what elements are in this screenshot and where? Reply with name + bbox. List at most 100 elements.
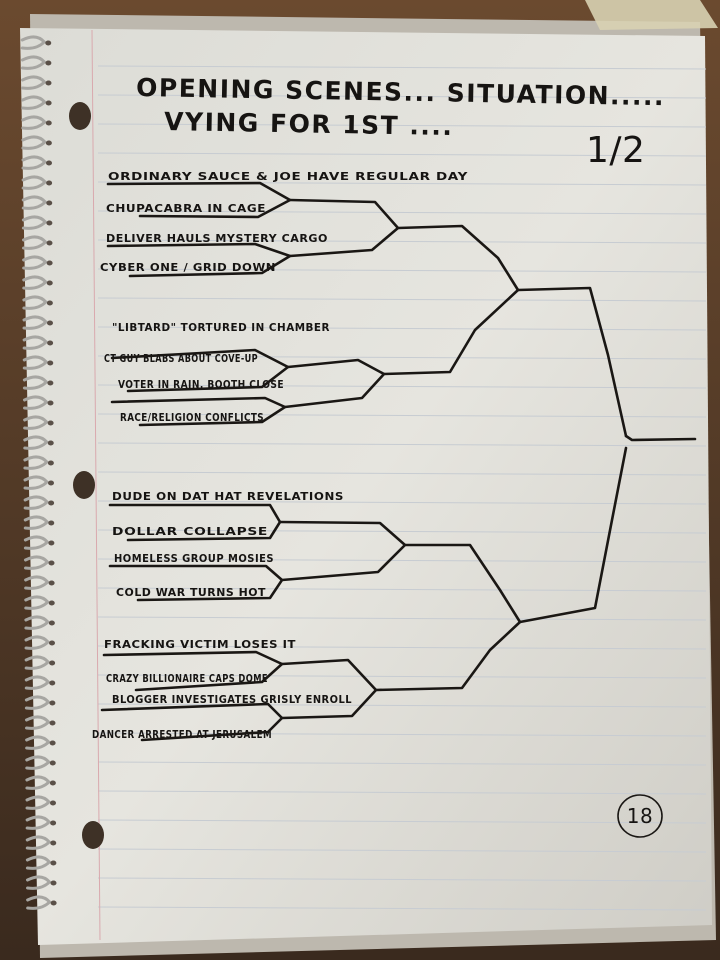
spiral-coil xyxy=(22,295,48,310)
spiral-coil xyxy=(25,815,52,830)
spiral-coil xyxy=(23,495,50,510)
ruled-line xyxy=(97,529,707,534)
spiral-hole xyxy=(48,500,55,506)
spiral-coil xyxy=(22,315,49,330)
spiral-hole xyxy=(50,860,57,866)
spiral-coil xyxy=(22,335,49,350)
bracket-entry: CRAZY BILLIONAIRE CAPS DOME xyxy=(106,673,268,685)
ruled-line xyxy=(97,616,707,621)
spiral-coil xyxy=(23,455,49,470)
ruled-line xyxy=(97,819,707,824)
ruled-line xyxy=(97,297,707,302)
spiral-hole xyxy=(50,800,56,806)
bracket-entry: DUDE ON DAT HAT REVELATIONS xyxy=(112,491,344,503)
spiral-hole xyxy=(50,840,57,846)
spiral-coil xyxy=(23,515,50,530)
spiral-coil xyxy=(21,135,47,150)
ruled-line xyxy=(97,65,707,70)
spiral-coil xyxy=(24,555,50,570)
margin-line xyxy=(91,29,101,941)
spiral-coil xyxy=(25,755,51,770)
bracket-entry: HOMELESS GROUP MOSIES xyxy=(114,553,274,565)
spiral-coil xyxy=(21,155,48,170)
spiral-coil xyxy=(23,395,49,410)
bracket-r2-out-2 xyxy=(382,288,520,376)
spiral-coil xyxy=(21,175,48,190)
spiral-hole xyxy=(46,260,53,266)
spiral-coil xyxy=(24,695,51,710)
spiral-coil xyxy=(25,735,51,750)
spiral-hole xyxy=(46,240,53,246)
bracket-entry: BLOGGER INVESTIGATES GRISLY ENROLL xyxy=(112,694,352,706)
bracket-r2-out-1 xyxy=(396,224,520,292)
bracket-r3-1 xyxy=(516,286,628,438)
spiral-hole xyxy=(47,320,53,326)
spiral-hole xyxy=(48,480,54,486)
ruled-line xyxy=(97,790,707,795)
spiral-hole xyxy=(47,360,54,366)
bracket-entry: "LIBTARD" TORTURED IN CHAMBER xyxy=(112,322,330,334)
spiral-coil xyxy=(20,35,47,50)
bracket-entry: RACE/RELIGION CONFLICTS xyxy=(120,412,264,424)
spiral-hole xyxy=(47,340,54,346)
spiral-coil xyxy=(23,475,50,490)
bracket-lines xyxy=(100,181,697,742)
bracket-entry: COLD WAR TURNS HOT xyxy=(116,587,266,599)
ruled-line xyxy=(97,645,707,650)
ruled-line xyxy=(97,703,707,708)
bracket-entry: DANCER ARRESTED AT JERUSALEM xyxy=(92,729,272,741)
notebook-page xyxy=(20,28,712,945)
ruled-line xyxy=(97,471,707,476)
spiral-coil xyxy=(24,615,50,630)
ruled-line xyxy=(97,268,707,273)
spiral-coil xyxy=(25,795,52,810)
spiral-hole xyxy=(49,700,56,706)
spiral-hole xyxy=(45,140,52,146)
spiral-hole xyxy=(47,380,54,386)
spiral-coil xyxy=(24,575,50,590)
ruled-line xyxy=(97,152,707,157)
bracket-r3-2 xyxy=(518,446,628,624)
spiral-hole xyxy=(46,180,53,186)
spiral-hole xyxy=(48,620,55,626)
spiral-hole xyxy=(48,540,55,546)
spiral-hole xyxy=(50,880,57,886)
spiral-hole xyxy=(48,520,55,526)
bracket-final xyxy=(624,434,697,442)
spiral-coil xyxy=(21,75,47,90)
spiral-coil xyxy=(24,635,51,650)
spiral-coil xyxy=(22,355,49,370)
spiral-hole xyxy=(49,660,56,666)
spiral-hole xyxy=(49,780,56,786)
spiral-coil xyxy=(22,275,48,290)
ruled-line xyxy=(97,906,707,911)
ruled-line xyxy=(97,848,707,853)
spiral-coil xyxy=(24,675,51,690)
page-number: 18 xyxy=(627,804,653,828)
spiral-hole xyxy=(47,400,54,406)
bracket-entry: FRACKING VICTIM LOSES IT xyxy=(104,639,296,651)
ruled-line xyxy=(97,355,707,360)
spiral-hole xyxy=(46,300,53,306)
bracket-r2-out-4 xyxy=(374,620,522,692)
bracket-entry: ORDINARY SAUCE & JOE HAVE REGULAR DAY xyxy=(108,171,468,183)
ruled-line xyxy=(97,239,707,244)
spiral-coil xyxy=(25,715,51,730)
punch-hole xyxy=(69,102,91,130)
spiral-coil xyxy=(26,895,52,910)
spiral-coil xyxy=(21,215,48,230)
spiral-coil xyxy=(23,535,50,550)
tape-strip xyxy=(585,0,718,30)
ruled-line xyxy=(97,210,707,215)
spiral-coil xyxy=(25,835,52,850)
ruled-lines xyxy=(97,65,707,911)
spiral-coil xyxy=(23,435,49,450)
spiral-hole xyxy=(45,60,52,66)
spiral-hole xyxy=(45,80,52,86)
bracket-r2-out-3 xyxy=(403,543,522,624)
spiral-hole xyxy=(47,440,54,446)
spiral-coil xyxy=(26,875,52,890)
punch-hole xyxy=(73,471,95,499)
spiral-coil xyxy=(23,415,49,430)
spiral-coil xyxy=(21,195,48,210)
